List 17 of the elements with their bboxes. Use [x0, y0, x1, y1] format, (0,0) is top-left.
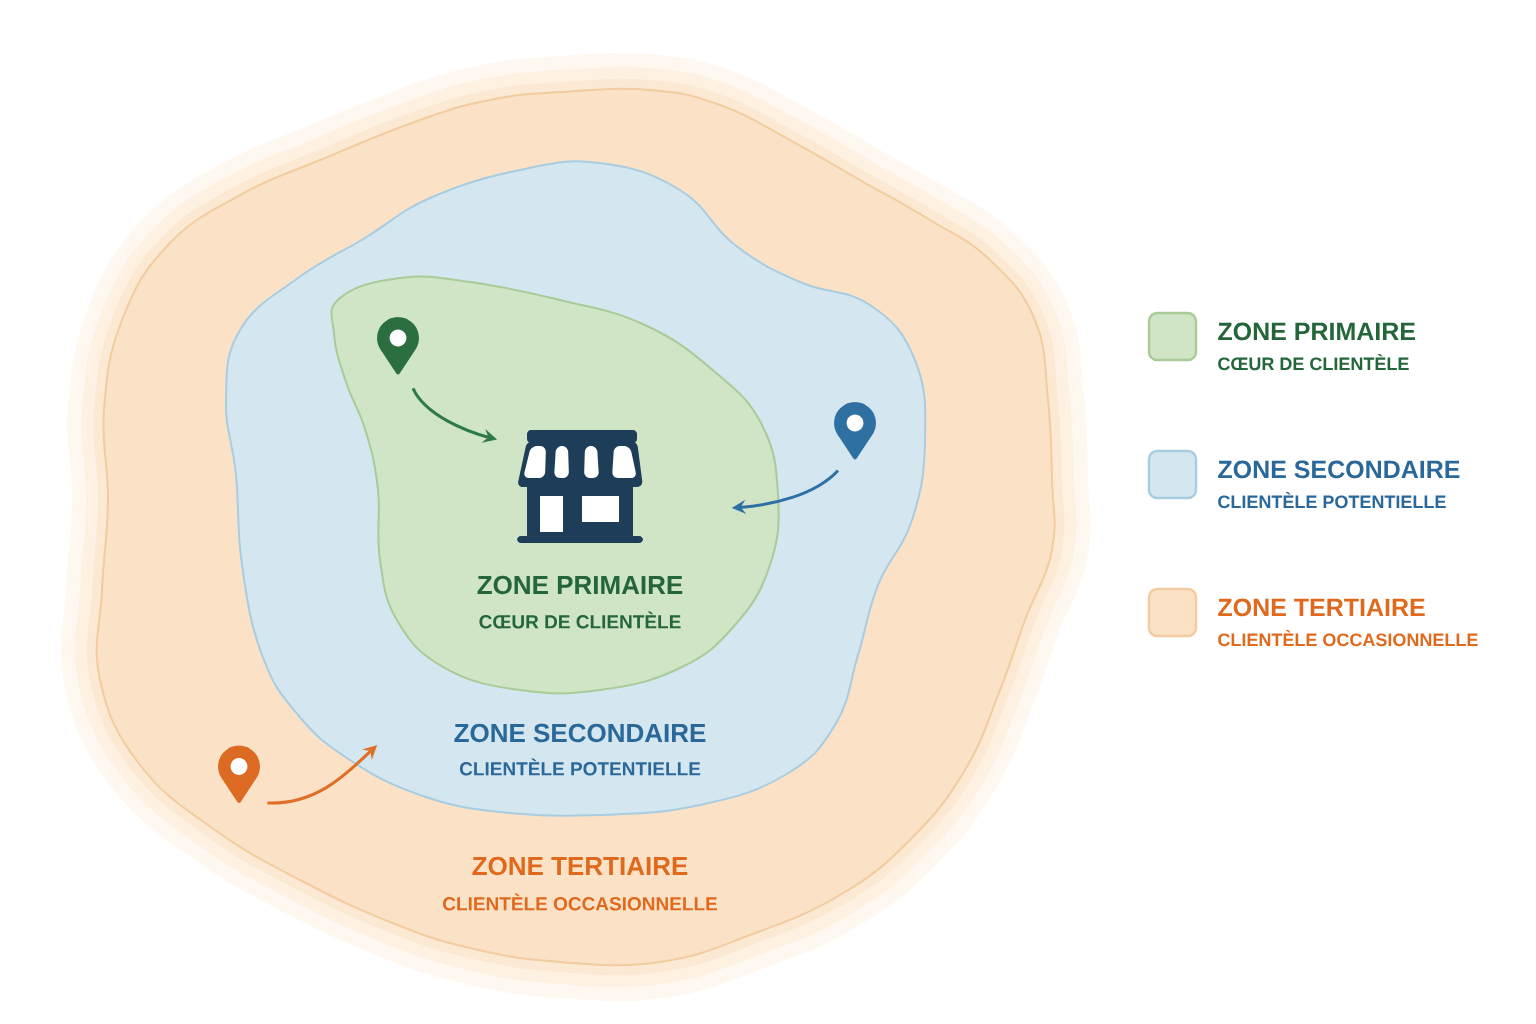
pin-icon [834, 401, 877, 460]
zone-subtitle: CŒUR DE CLIENTÈLE [479, 611, 681, 629]
legend-subtitle: CLIENTÈLE POTENTIELLE [1218, 492, 1446, 509]
legend-subtitle: CŒUR DE CLIENTÈLE [1218, 354, 1409, 371]
legend-title: ZONE SECONDAIRE [1218, 460, 1460, 479]
legend-title: ZONE TERTIAIRE [1218, 598, 1425, 617]
zone-area [330, 275, 780, 695]
zone-subtitle: CLIENTÈLE OCCASIONNELLE [443, 893, 718, 911]
pin-icon [376, 316, 420, 375]
zone-title: ZONE PRIMAIRE [477, 575, 683, 595]
legend-subtitle: CLIENTÈLE OCCASIONNELLE [1218, 630, 1478, 647]
zone-title: ZONE SECONDAIRE [454, 723, 706, 743]
zone-title: ZONE TERTIAIRE [472, 856, 688, 876]
store-icon [517, 430, 643, 543]
pin-icon [217, 745, 261, 804]
legend-title: ZONE PRIMAIRE [1218, 322, 1415, 341]
zone-subtitle: CLIENTÈLE POTENTIELLE [459, 758, 701, 776]
